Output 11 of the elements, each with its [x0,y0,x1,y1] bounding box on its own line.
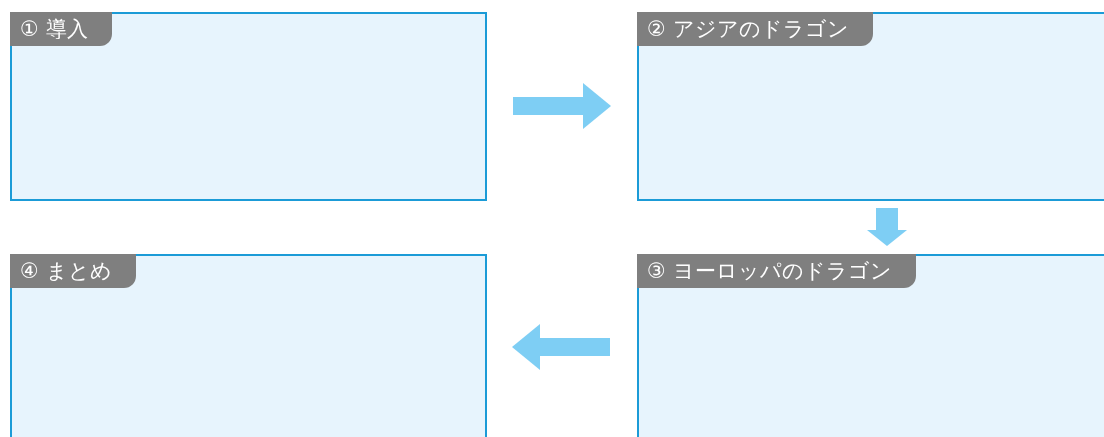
heading-tab: ② アジアのドラゴン [637,12,873,46]
panel-box [637,12,1104,201]
heading-tab: ④ まとめ [10,254,136,288]
panel-box [10,12,487,201]
heading-tab: ③ ヨーロッパのドラゴン [637,254,916,288]
arrow [513,83,611,129]
panel-box [10,254,487,437]
arrow [867,208,907,246]
arrow [512,324,610,370]
heading-tab: ① 導入 [10,12,112,46]
panel-box [637,254,1104,437]
